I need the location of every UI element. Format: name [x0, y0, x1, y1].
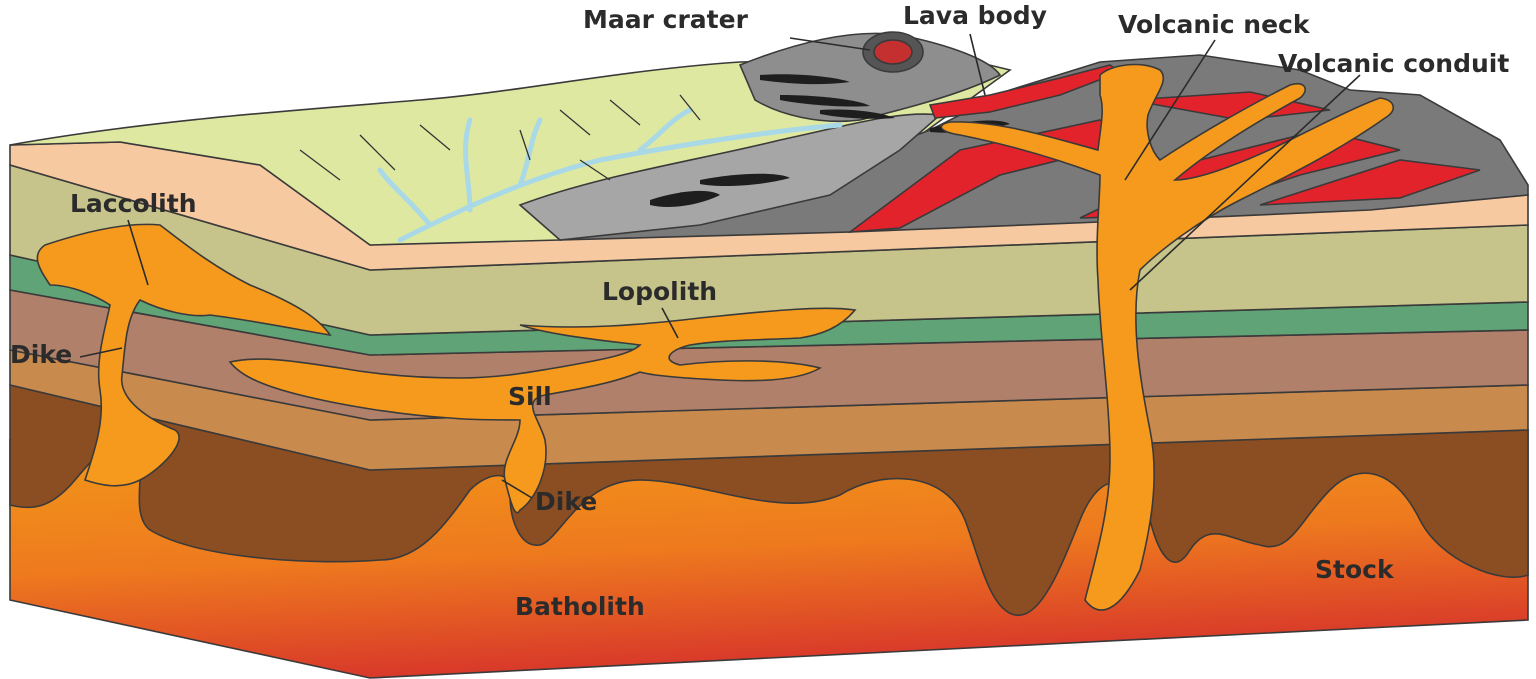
volcanic-neck-body — [940, 63, 1394, 611]
label-stock: Stock — [1315, 555, 1395, 584]
label-dike-left: Dike — [10, 340, 72, 369]
igneous-intrusions — [36, 63, 1394, 611]
leader-volcanic-conduit — [1129, 74, 1361, 291]
leader-lines — [79, 33, 1361, 499]
laccolith-body — [36, 223, 332, 487]
label-dike-center: Dike — [535, 487, 597, 516]
leader-volcanic-neck — [1124, 39, 1216, 181]
label-laccolith: Laccolith — [70, 189, 197, 218]
label-sill: Sill — [508, 382, 552, 411]
maar-crater-lava — [873, 39, 913, 65]
lopolith-body — [228, 307, 857, 514]
dark-brown-layer — [9, 383, 1529, 616]
label-batholith: Batholith — [515, 592, 645, 621]
leader-lopolith — [661, 307, 679, 339]
lava-streaks — [650, 74, 1010, 207]
leader-dike-left — [79, 347, 123, 358]
terrain-hatching — [299, 94, 701, 181]
leader-laccolith — [127, 219, 149, 286]
leader-maar-crater — [789, 37, 871, 51]
leader-lava-body — [969, 33, 986, 96]
label-maar-crater: Maar crater — [583, 5, 749, 34]
label-volcanic-neck: Volcanic neck — [1118, 10, 1311, 39]
label-lava-body: Lava body — [903, 1, 1047, 30]
label-volcanic-conduit: Volcanic conduit — [1278, 49, 1509, 78]
leader-dike-center — [501, 479, 533, 499]
river-channels — [377, 107, 843, 243]
label-lopolith: Lopolith — [602, 277, 717, 306]
